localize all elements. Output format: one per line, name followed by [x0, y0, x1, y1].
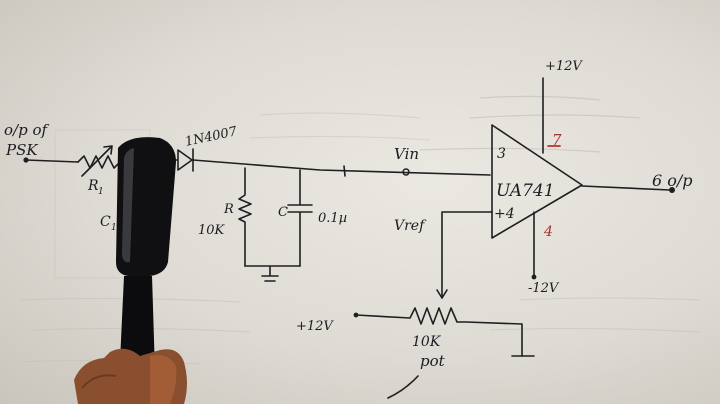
output-label: 6 o/p: [652, 171, 693, 190]
input-wire: [25, 159, 79, 163]
pin7-label: 7: [552, 131, 562, 149]
rc-ground-rail: [244, 265, 301, 282]
r1-variable-arrow: [81, 145, 113, 177]
pot-value-label: 10K: [412, 334, 442, 350]
vin-tick: [343, 165, 346, 177]
r-letter-label: R: [223, 202, 234, 217]
c1-subscript: 1: [111, 223, 117, 233]
c1-label: C: [100, 214, 111, 230]
diode-label: 1N4007: [184, 124, 239, 150]
input-label-line2: PSK: [5, 141, 38, 159]
r-10k-resistor: [238, 167, 252, 267]
r1-subscript: 1: [98, 187, 104, 197]
r-value-label: 10K: [198, 223, 226, 238]
pin4-label: 4: [543, 224, 553, 240]
vpos-label: +12V: [545, 59, 583, 74]
pot-resistor: [355, 307, 523, 357]
vin-wire: [192, 159, 491, 176]
input-terminal: [23, 157, 29, 163]
c-value-label: 0.1µ: [318, 211, 347, 226]
vneg-terminal: [531, 274, 537, 280]
output-terminal: [669, 187, 675, 193]
r1-label: R: [87, 178, 99, 194]
vref-label: Vref: [394, 218, 427, 234]
pot-label: pot: [420, 352, 446, 370]
vref-wire: [441, 211, 493, 299]
vin-label: Vin: [394, 145, 419, 163]
pot-wiper-arrow: [436, 289, 448, 299]
vin-node: [402, 168, 410, 176]
pin4-plus-label: +4: [494, 206, 515, 222]
pot-label-underline: [387, 375, 419, 399]
c-0p1u-capacitor: [287, 169, 313, 267]
hand: [74, 348, 187, 404]
pot-supply-label: +12V: [296, 319, 334, 334]
pot-supply-terminal: [353, 312, 359, 318]
output-wire: [581, 185, 671, 191]
c-letter-top: C: [278, 205, 288, 220]
opamp-label: UA741: [496, 181, 555, 201]
pin3-label: 3: [497, 146, 506, 162]
opamp-triangle: [491, 124, 583, 239]
vneg-label: -12V: [528, 281, 560, 296]
input-label-line1: o/p of: [4, 121, 49, 139]
